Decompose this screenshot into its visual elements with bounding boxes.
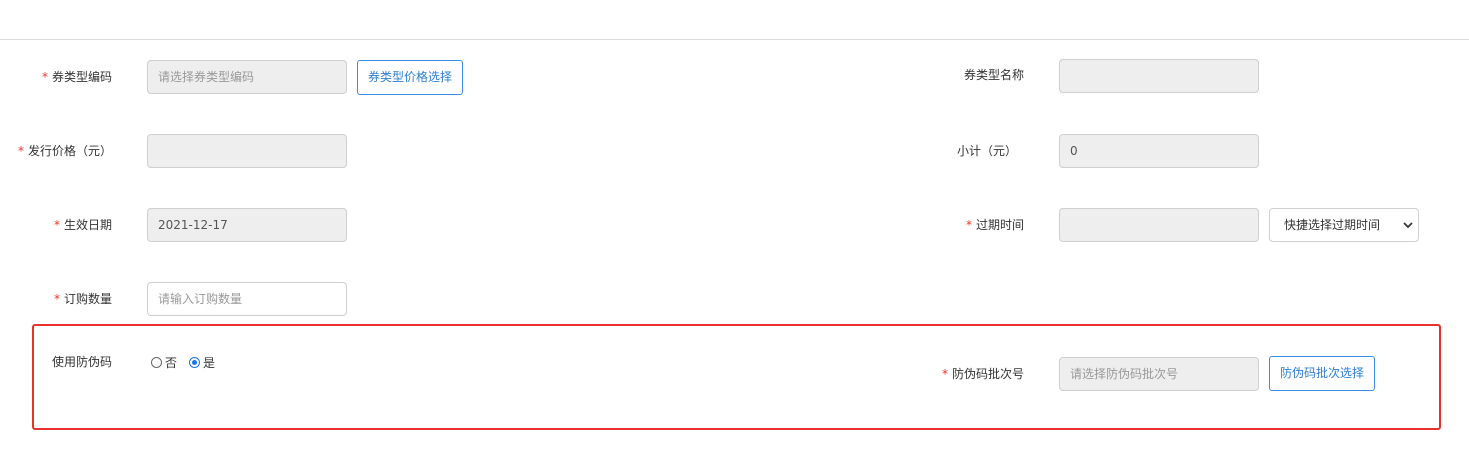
effective-date-label: *生效日期 (53, 218, 112, 232)
required-marker: * (965, 218, 972, 232)
radio-checked-icon (189, 356, 201, 368)
required-marker: * (53, 292, 60, 306)
radio-option-no[interactable]: 否 (151, 354, 177, 371)
highlight-box (32, 324, 1441, 430)
expire-time-label: *过期时间 (965, 218, 1024, 232)
header-divider (0, 39, 1469, 40)
anti-counterfeit-batch-select-button[interactable]: 防伪码批次选择 (1269, 356, 1375, 391)
issue-price-label: *发行价格（元） (17, 144, 112, 158)
coupon-price-select-button[interactable]: 券类型价格选择 (357, 60, 463, 95)
use-anti-counterfeit-label: 使用防伪码 (51, 355, 112, 369)
coupon-type-name-field[interactable] (1059, 59, 1259, 93)
required-marker: * (41, 70, 48, 84)
anti-counterfeit-batch-label: *防伪码批次号 (941, 367, 1024, 381)
order-quantity-input[interactable]: 请输入订购数量 (147, 282, 347, 316)
expire-quick-select[interactable]: 快捷选择过期时间 (1269, 208, 1419, 242)
radio-unchecked-icon (151, 356, 162, 368)
anti-counterfeit-batch-field[interactable]: 请选择防伪码批次号 (1059, 357, 1259, 391)
order-quantity-label: *订购数量 (53, 292, 112, 306)
coupon-type-code-field[interactable]: 请选择券类型编码 (147, 60, 347, 94)
expire-time-field[interactable] (1059, 208, 1259, 242)
anti-counterfeit-radio-group: 否 是 (151, 353, 227, 371)
coupon-type-name-label: 券类型名称 (963, 68, 1024, 82)
coupon-type-code-label: *券类型编码 (41, 70, 112, 84)
subtotal-label: 小计（元） (956, 144, 1017, 158)
effective-date-field[interactable]: 2021-12-17 (147, 208, 347, 242)
required-marker: * (53, 218, 60, 232)
subtotal-field[interactable]: 0 (1059, 134, 1259, 168)
chevron-down-icon (1403, 222, 1413, 229)
issue-price-field[interactable] (147, 134, 347, 168)
expire-quick-select-value: 快捷选择过期时间 (1284, 218, 1381, 232)
required-marker: * (941, 367, 948, 381)
radio-option-yes[interactable]: 是 (189, 354, 215, 371)
required-marker: * (17, 144, 24, 158)
